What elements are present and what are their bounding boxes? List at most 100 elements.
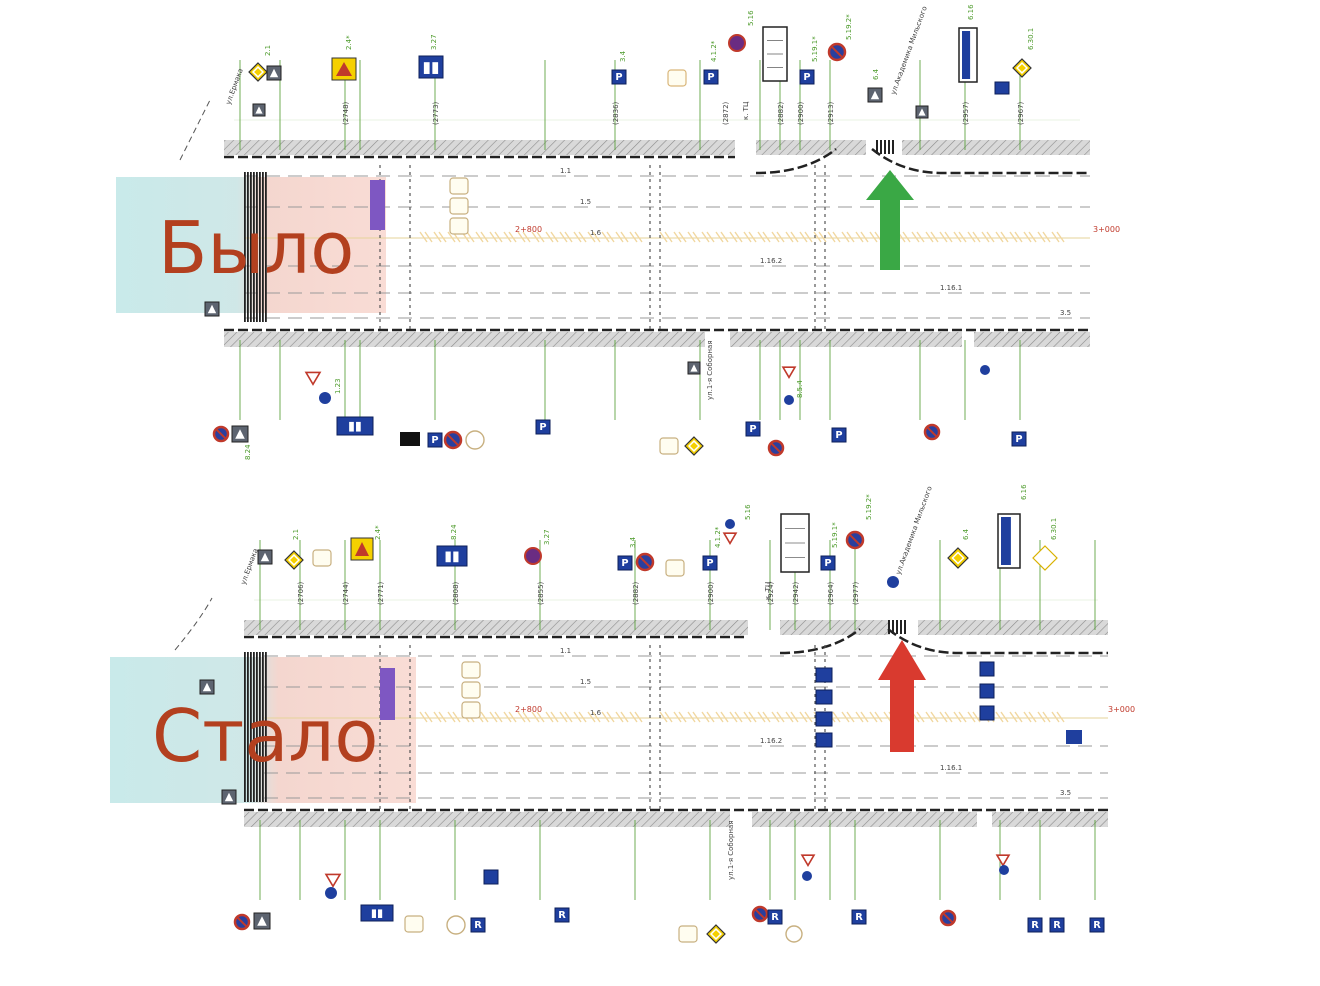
hatched-median-marking	[967, 231, 981, 243]
sign-glyph-icon: P	[539, 422, 546, 433]
hatched-median-marking	[545, 711, 559, 723]
zebra-crossing-stripe	[259, 172, 261, 322]
signal-head-icon	[449, 217, 469, 235]
sign-code-label: 5.16	[747, 10, 755, 26]
signal-light-icon	[785, 925, 803, 943]
crosswalk-stripe	[880, 140, 882, 154]
sign-glyph-icon: P	[615, 72, 622, 83]
pedestrian-figure-icon	[870, 90, 880, 100]
zebra-crossing-stripe	[250, 172, 252, 322]
hatched-median-marking	[587, 711, 601, 723]
sign-glyph-icon: P	[835, 430, 842, 441]
hatched-median-marking	[447, 711, 461, 723]
hatched-median-marking	[1037, 231, 1051, 243]
hatched-median-marking	[545, 231, 559, 243]
direction-arrow-icon	[878, 640, 926, 752]
hatched-median-marking	[729, 231, 743, 243]
sidewalk-south-left	[224, 332, 705, 347]
pole-number-label: (2808)	[452, 581, 460, 605]
priority-road-inner-icon	[251, 65, 265, 79]
lane-marking-label: 1.6	[590, 709, 602, 717]
blue-sign-icon	[703, 69, 719, 85]
lane-marking-label: 1.16.1	[940, 764, 962, 772]
hatched-median-marking	[419, 711, 433, 723]
pole-number-label: (2942)	[792, 581, 800, 605]
blue-sign-icon	[554, 907, 570, 923]
blue-sign-icon	[1049, 917, 1065, 933]
hatched-median-marking	[925, 231, 939, 243]
no-parking-slash-icon	[447, 434, 459, 446]
hatched-median-marking	[827, 231, 841, 243]
hatched-median-marking	[433, 231, 447, 243]
sign-glyph-icon: P	[621, 558, 628, 569]
mandatory-direction-sign-icon	[725, 519, 735, 529]
no-parking-slash-icon	[216, 429, 226, 439]
sign-code-label: 4.1.2*	[714, 526, 722, 548]
pedestrian-figure-icon	[918, 108, 926, 116]
blue-sign-icon	[1011, 431, 1027, 447]
hatched-median-marking	[531, 231, 545, 243]
hatched-median-marking	[925, 711, 939, 723]
priority-road-inner-icon	[1015, 61, 1029, 75]
sign-code-label: 2.4*	[374, 525, 382, 540]
crosswalk-stripe	[896, 620, 898, 634]
pole-number-label: (2773)	[432, 101, 440, 125]
direction-board-blue-field	[1001, 517, 1011, 565]
signal-head-icon	[665, 559, 685, 577]
lane-marking-label: 1.16.1	[940, 284, 962, 292]
hatched-median-marking	[475, 231, 489, 243]
hatched-median-marking	[1009, 231, 1023, 243]
crosswalk-stripe	[884, 140, 886, 154]
lane-marking-label: 1.16.2	[760, 257, 782, 265]
info-plate-icon	[400, 432, 420, 446]
warning-triangle-icon	[336, 62, 352, 76]
sign-glyph-icon: ▮▮	[371, 907, 383, 920]
blue-sign-icon	[427, 432, 443, 448]
hatched-median-marking	[939, 231, 953, 243]
pole-number-label: (2882)	[777, 101, 785, 125]
direction-board-blue-field	[962, 31, 971, 79]
yield-sign-icon	[722, 532, 738, 545]
hatched-median-marking	[701, 711, 715, 723]
street-label-ermaka: ул.Ермака	[239, 547, 259, 585]
chainage-right-label: 3+000	[1108, 705, 1135, 714]
blue-sign-icon	[1089, 917, 1105, 933]
pedestrian-figure-icon	[202, 682, 212, 692]
hatched-median-marking	[701, 231, 715, 243]
hatched-median-marking	[1051, 231, 1065, 243]
lane-marking-label: 1.16.2	[760, 737, 782, 745]
sidewalk-north-right	[918, 620, 1108, 635]
sign-glyph-icon: P	[1015, 434, 1022, 445]
zebra-crossing-stripe	[259, 652, 261, 802]
zebra-crossing-stripe	[247, 652, 249, 802]
zebra-crossing-stripe	[265, 172, 267, 322]
sidewalk-south-right	[992, 812, 1108, 827]
signal-head-icon	[404, 915, 424, 933]
blue-sign-icon	[767, 909, 783, 925]
sign-glyph-icon: P	[749, 424, 756, 435]
hatched-median-marking	[743, 231, 757, 243]
pole-number-label: (2900)	[707, 581, 715, 605]
priority-road-sign-icon	[1032, 545, 1058, 571]
blue-sign-icon	[979, 683, 995, 699]
pole-number-label: (2913)	[827, 101, 835, 125]
signal-head-icon	[678, 925, 698, 943]
no-parking-slash-icon	[771, 443, 781, 453]
chainage-left-label: 2+800	[515, 705, 542, 714]
mandatory-direction-sign-icon	[999, 865, 1009, 875]
crosswalk-stripe	[904, 620, 906, 634]
sign-glyph-icon: P	[707, 72, 714, 83]
hatched-median-marking	[799, 711, 813, 723]
curb-line-north	[224, 148, 837, 175]
signal-head-icon	[461, 681, 481, 699]
hatched-median-marking	[995, 711, 1009, 723]
sign-glyph-icon: R	[474, 920, 482, 931]
blue-sign-icon	[815, 732, 833, 748]
pole-number-label: (2957)	[962, 101, 970, 125]
blue-sign-icon	[418, 55, 444, 79]
sign-code-label: 1.23	[334, 378, 342, 394]
hatched-median-marking	[715, 711, 729, 723]
blue-sign-icon	[851, 909, 867, 925]
sign-code-label: 5.19.1*	[811, 36, 819, 62]
